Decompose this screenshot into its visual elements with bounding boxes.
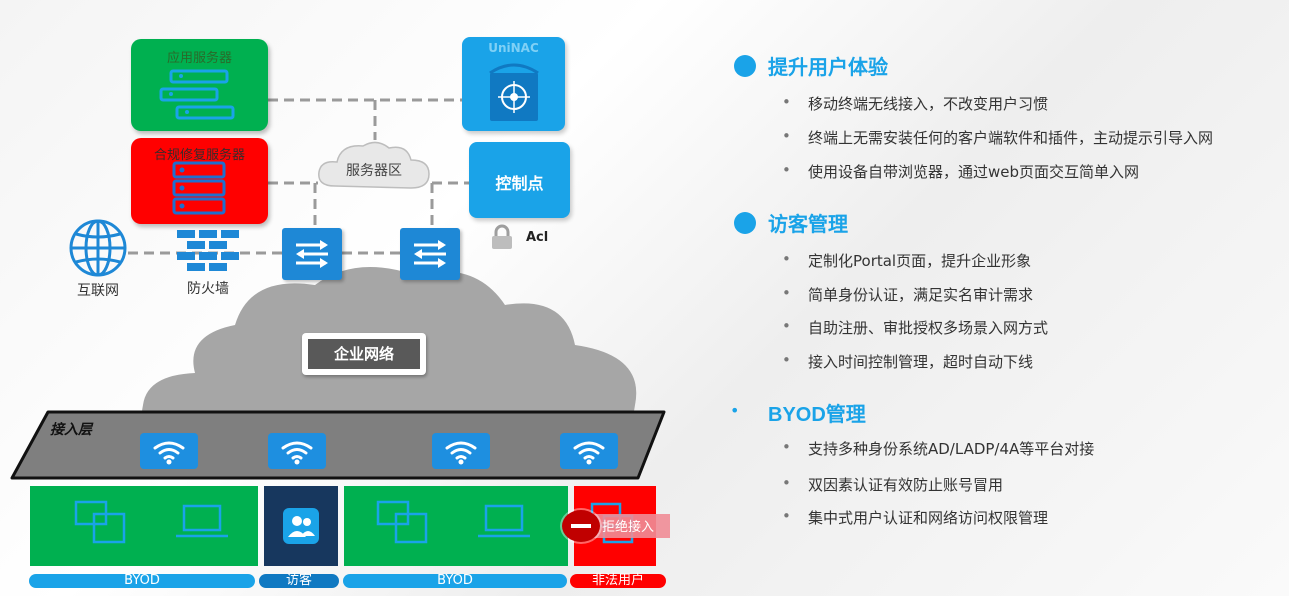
server-rack-icon	[159, 69, 235, 120]
bullet-item: 定制化Portal页面，提升企业形象	[782, 250, 1031, 271]
bullet-item: 双因素认证有效防止账号冒用	[782, 474, 1003, 495]
internet-label: 互联网	[77, 283, 119, 299]
bullet-item: 终端上无需安装任何的客户端软件和插件，主动提示引导入网	[782, 127, 1213, 148]
control-point-box: 控制点	[469, 142, 570, 218]
app-server-label: 应用服务器	[166, 51, 232, 66]
repair-server: 合规修复服务器	[131, 138, 268, 224]
uninac-label: UniNAC	[488, 41, 539, 55]
section-title: 提升用户体验	[768, 57, 888, 79]
wifi-icon	[445, 441, 477, 465]
bullet-item: 集中式用户认证和网络访问权限管理	[782, 507, 1048, 528]
bullet-item: 简单身份认证，满足实名审计需求	[782, 284, 1033, 305]
enterprise-network-label: 企业网络	[308, 339, 420, 369]
section-title: BYOD管理	[768, 404, 866, 426]
guest-users-icon	[283, 508, 319, 544]
wifi-icon	[153, 441, 185, 465]
devices-icon	[74, 500, 228, 544]
wifi-ap-1	[140, 433, 198, 469]
firewall-label: 防火墙	[187, 281, 229, 297]
wifi-ap-2	[268, 433, 326, 469]
guest-group	[264, 486, 338, 566]
server-zone-cloud-icon	[318, 141, 430, 189]
uninac-box: UniNAC	[462, 37, 565, 131]
no-entry-icon	[562, 510, 600, 542]
reject-label: 拒绝接入	[602, 520, 655, 535]
section-dot	[734, 55, 756, 77]
wifi-ap-4	[560, 433, 618, 469]
connection-lines	[128, 98, 470, 255]
server-zone-label: 服务器区	[346, 163, 402, 179]
core-switch-left	[282, 228, 342, 280]
group-tag-guest: 访客	[259, 574, 339, 588]
enterprise-network-tag: 企业网络	[302, 333, 426, 375]
server-stack-icon	[172, 161, 226, 215]
section-title: 访客管理	[768, 214, 848, 236]
core-switch-right	[400, 228, 460, 280]
control-point-label: 控制点	[495, 174, 544, 193]
bullet-item: 使用设备自带浏览器，通过web页面交互简单入网	[782, 161, 1139, 182]
bullet-item: 移动终端无线接入，不改变用户习惯	[782, 93, 1048, 114]
switch-arrows-icon	[414, 240, 446, 268]
bullet-item: 接入时间控制管理，超时自动下线	[782, 351, 1033, 372]
feature-panel: 提升用户体验 移动终端无线接入，不改变用户习惯 终端上无需安装任何的客户端软件和…	[730, 0, 1289, 596]
byod-group-1	[30, 486, 258, 566]
uninac-shield-icon	[489, 63, 539, 121]
bullet-item: 自助注册、审批授权多场景入网方式	[782, 317, 1048, 338]
section-dot	[734, 212, 756, 234]
wifi-icon	[573, 441, 605, 465]
globe-icon	[69, 219, 127, 277]
repair-server-label: 合规修复服务器	[153, 148, 245, 163]
wifi-ap-3	[432, 433, 490, 469]
devices-icon	[376, 500, 530, 544]
access-layer-label: 接入层	[50, 422, 92, 438]
acl-label: Acl	[526, 230, 549, 245]
lock-icon	[492, 224, 512, 249]
bullet-item: 支持多种身份系统AD/LADP/4A等平台对接	[782, 438, 1094, 459]
switch-arrows-icon	[296, 240, 328, 268]
byod-group-2	[344, 486, 568, 566]
group-tag-illegal: 非法用户	[570, 574, 666, 588]
group-tag-byod-1: BYOD	[29, 574, 255, 588]
section-bullet: •	[730, 401, 740, 420]
group-tag-byod-2: BYOD	[343, 574, 567, 588]
firewall-icon	[177, 230, 239, 271]
wifi-icon	[281, 441, 313, 465]
app-server: 应用服务器	[131, 39, 268, 131]
network-diagram: 应用服务器 合规修复服务器 UniNAC	[10, 37, 670, 588]
